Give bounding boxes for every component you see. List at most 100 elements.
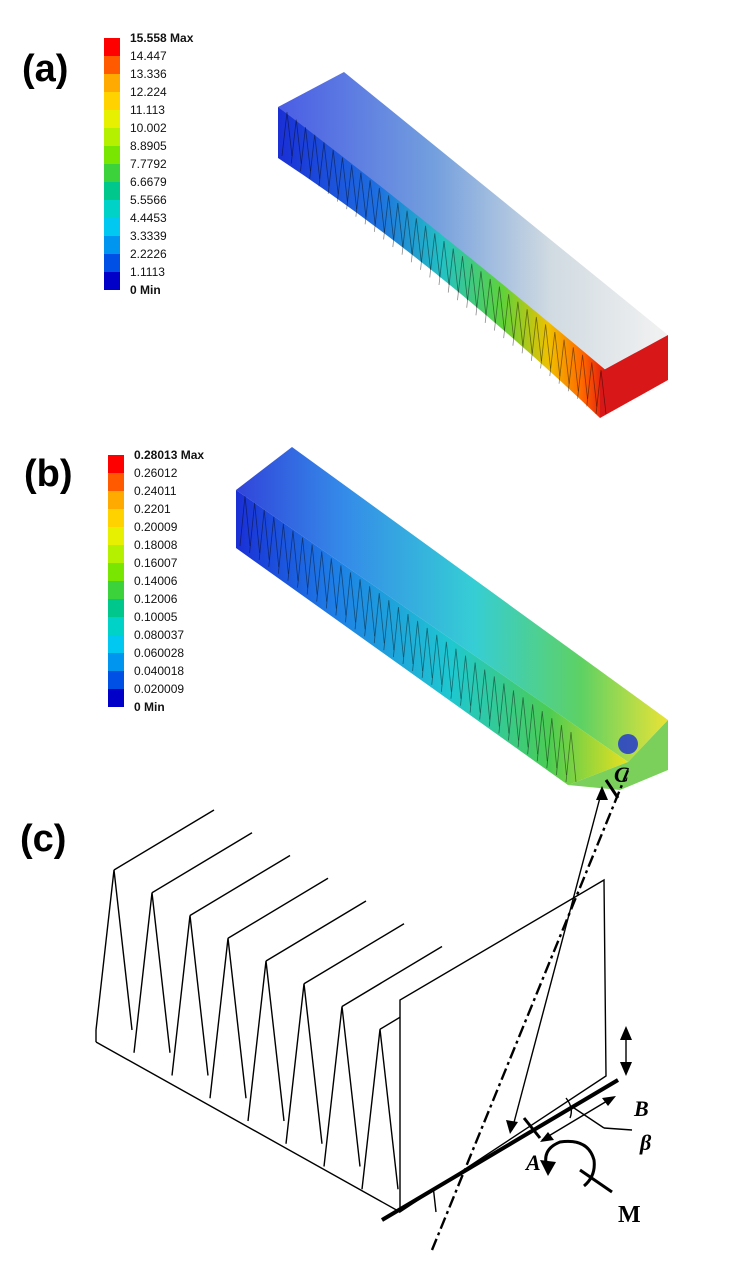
legend-tick-label: 3.3339 <box>130 229 167 243</box>
fin-line <box>392 203 404 248</box>
legend-tick-label: 0.18008 <box>134 538 178 552</box>
fin-line <box>287 530 299 581</box>
fin-line <box>354 579 366 630</box>
fin-lines-b <box>239 495 577 783</box>
legend-color-swatch <box>104 218 120 236</box>
fin-triangle <box>285 983 323 1144</box>
legend-color-swatch <box>104 38 120 56</box>
legend-tick-label: 0.2201 <box>134 502 171 516</box>
fin-line <box>479 669 491 720</box>
legend-tick-label: 6.6679 <box>130 175 167 189</box>
fin-line <box>429 233 441 278</box>
fin-top-edge <box>227 877 329 939</box>
legend-tick-label: 0.10005 <box>134 610 178 624</box>
fin-line <box>460 655 471 706</box>
fin-line <box>508 690 519 741</box>
beta-arc <box>565 1097 573 1119</box>
fin-line <box>447 248 459 293</box>
legend-tick-label: 0.16007 <box>134 556 178 570</box>
fin-line <box>290 119 302 164</box>
legend-color-swatch <box>104 164 120 182</box>
fin-triangle <box>133 892 171 1053</box>
fin-line <box>383 195 394 240</box>
fin-line <box>517 697 529 748</box>
fin-top-edge <box>341 945 443 1008</box>
fin-line <box>420 225 431 270</box>
legend-color-swatch <box>108 689 124 707</box>
fin-lines-a <box>281 111 607 415</box>
legend-tick-label: 11.113 <box>130 103 165 117</box>
legend-tick-label: 12.224 <box>130 85 167 99</box>
fin-line <box>498 683 510 734</box>
fin-line <box>306 544 318 595</box>
legend-color-swatch <box>104 110 120 128</box>
fin-line <box>440 641 452 692</box>
fin-line <box>268 516 280 567</box>
fin-line <box>421 627 433 678</box>
fin-array-b-hotspot <box>618 734 638 754</box>
fin-line <box>249 502 260 553</box>
fin-line <box>345 572 356 623</box>
panel-label-a: (a) <box>22 48 69 90</box>
legend-tick-label: 2.2226 <box>130 247 167 261</box>
fin-line <box>549 332 561 377</box>
fin-line <box>475 271 487 316</box>
dimension-arrow-ac <box>511 789 603 1131</box>
legend-color-swatch <box>108 473 124 491</box>
fin-array-b-front <box>236 490 628 785</box>
legend-tick-label: 0.14006 <box>134 574 178 588</box>
legend-tick-label: 15.558 Max <box>130 31 194 45</box>
fin-array-a-end <box>600 335 668 418</box>
fin-line <box>325 558 337 609</box>
legend-tick-label: 0.26012 <box>134 466 178 480</box>
fin-line <box>558 339 570 384</box>
legend-color-swatch <box>104 74 120 92</box>
fin-triangle <box>171 915 209 1076</box>
fin-line <box>556 725 567 776</box>
legend-tick-label: 0.080037 <box>134 628 185 642</box>
fin-top-edge <box>113 809 215 871</box>
legend-tick-label: 1.1113 <box>130 265 165 279</box>
beta-leader <box>573 1107 605 1129</box>
panel-label-b: (b) <box>24 453 73 495</box>
legend-color-swatch <box>108 581 124 599</box>
base-plate-line-1 <box>95 1041 401 1213</box>
fin-line <box>373 187 385 232</box>
fin-triangle <box>361 1029 399 1190</box>
fin-line <box>536 711 548 762</box>
fin-line <box>488 676 500 727</box>
label-point-c: C <box>614 762 629 787</box>
fin-array-deformation-plot <box>278 72 668 418</box>
fin-line <box>540 324 551 369</box>
fin-top-edge <box>265 900 367 962</box>
label-point-a: A <box>524 1150 541 1175</box>
moment-leader <box>579 1168 613 1194</box>
fin-line <box>577 354 588 399</box>
fin-line <box>530 316 542 361</box>
fin-array-b-top <box>236 447 668 762</box>
legend-tick-label: 5.5566 <box>130 193 167 207</box>
fin-line <box>393 607 404 658</box>
legend-color-swatch <box>108 671 124 689</box>
legend-color-swatch <box>104 128 120 146</box>
legend-tick-label: 8.8905 <box>130 139 167 153</box>
fin-array-displacement-plot <box>236 447 668 790</box>
fin-line <box>316 551 328 602</box>
legend-color-swatch <box>104 56 120 74</box>
fin-line <box>297 537 308 588</box>
fin-line <box>318 142 330 187</box>
fin-line <box>457 256 468 301</box>
fin-line <box>402 613 414 665</box>
legend-tick-label: 0.040018 <box>134 664 185 678</box>
fin-triangle <box>247 960 285 1122</box>
fin-line <box>239 495 251 547</box>
legend-tick-label: 4.4453 <box>130 211 167 225</box>
fin-array-b-end <box>568 720 668 790</box>
legend-color-swatch <box>104 236 120 254</box>
fin-line <box>567 347 579 392</box>
fin-triangle <box>209 938 247 1099</box>
fin-array-a-top <box>278 72 668 372</box>
rotation-axis-line <box>430 769 630 1251</box>
legend-color-swatch <box>108 617 124 635</box>
